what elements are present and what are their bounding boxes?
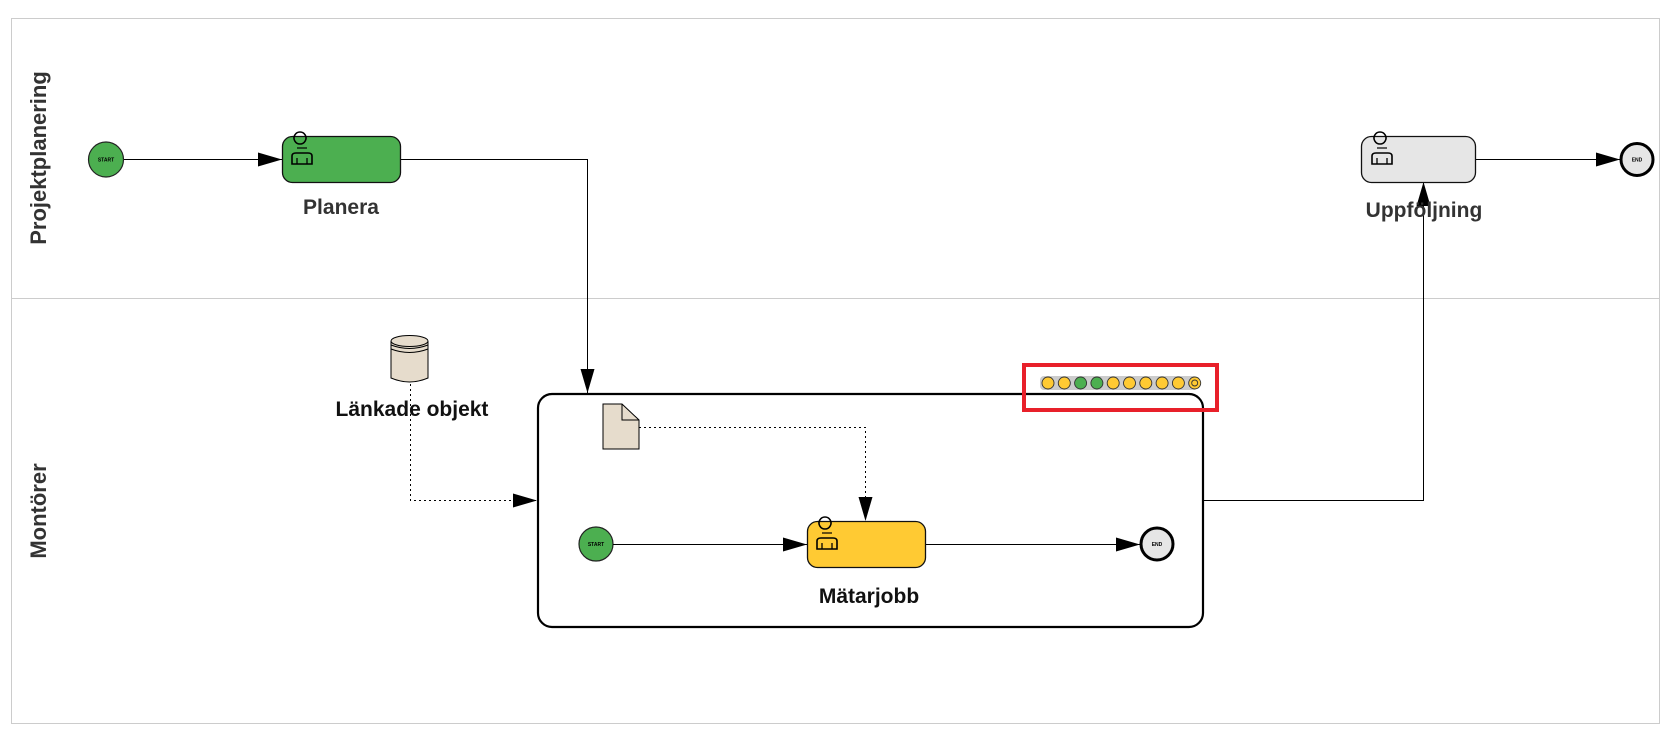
pool-border (11, 18, 1660, 724)
task-label-planera: Planera (303, 196, 379, 219)
task-planera[interactable] (281, 131, 402, 184)
status-dot-in-progress[interactable] (1057, 376, 1071, 390)
start-event-label: START (98, 158, 114, 164)
subprocess-start-event[interactable]: START (578, 526, 614, 562)
status-dot-completed[interactable] (1090, 376, 1104, 390)
instance-status-indicator[interactable] (1022, 363, 1219, 412)
status-dot-in-progress[interactable] (1171, 376, 1185, 390)
subprocess-start-label: START (588, 542, 604, 548)
task-label-matarjobb: Mätarjobb (819, 585, 919, 608)
end-event-label: END (1632, 158, 1643, 164)
association-document-to-matarjobb[interactable] (639, 427, 873, 522)
start-event[interactable]: START (87, 141, 125, 178)
subprocess-end-event[interactable]: END (1139, 526, 1175, 562)
instance-status-highlight (1022, 363, 1219, 412)
data-store-label: Länkade objekt (336, 398, 489, 421)
data-store-icon[interactable] (390, 335, 429, 383)
task-label-uppfoljning: Uppföljning (1366, 199, 1483, 222)
status-dot-current[interactable] (1188, 376, 1202, 390)
status-dot-in-progress[interactable] (1041, 376, 1055, 390)
end-event[interactable]: END (1619, 142, 1655, 177)
status-dot-in-progress[interactable] (1139, 376, 1153, 390)
lane-projektplanering[interactable]: Projektplanering (26, 71, 51, 245)
status-dot-completed[interactable] (1074, 376, 1088, 390)
association-linked-objects-to-subprocess[interactable] (410, 384, 538, 508)
current-marker-icon (1191, 379, 1199, 387)
status-dot-in-progress[interactable] (1155, 376, 1169, 390)
status-dot-in-progress[interactable] (1123, 376, 1136, 390)
subprocess-end-label: END (1152, 542, 1163, 548)
flow-subprocess-to-uppfoljning[interactable] (1203, 182, 1431, 501)
flow-planera-to-subprocess[interactable] (401, 159, 595, 394)
task-uppfoljning[interactable] (1360, 131, 1477, 184)
instance-status-dots (1041, 376, 1202, 390)
document-icon[interactable] (602, 403, 640, 450)
lane-label-montorer: Montörer (26, 463, 51, 559)
lane-montorer[interactable]: Montörer (26, 463, 51, 559)
status-dot-in-progress[interactable] (1106, 376, 1120, 390)
task-matarjobb[interactable] (806, 516, 927, 569)
subprocess-matarjobb[interactable] (536, 392, 1205, 629)
lane-label-projektplanering: Projektplanering (26, 71, 51, 245)
